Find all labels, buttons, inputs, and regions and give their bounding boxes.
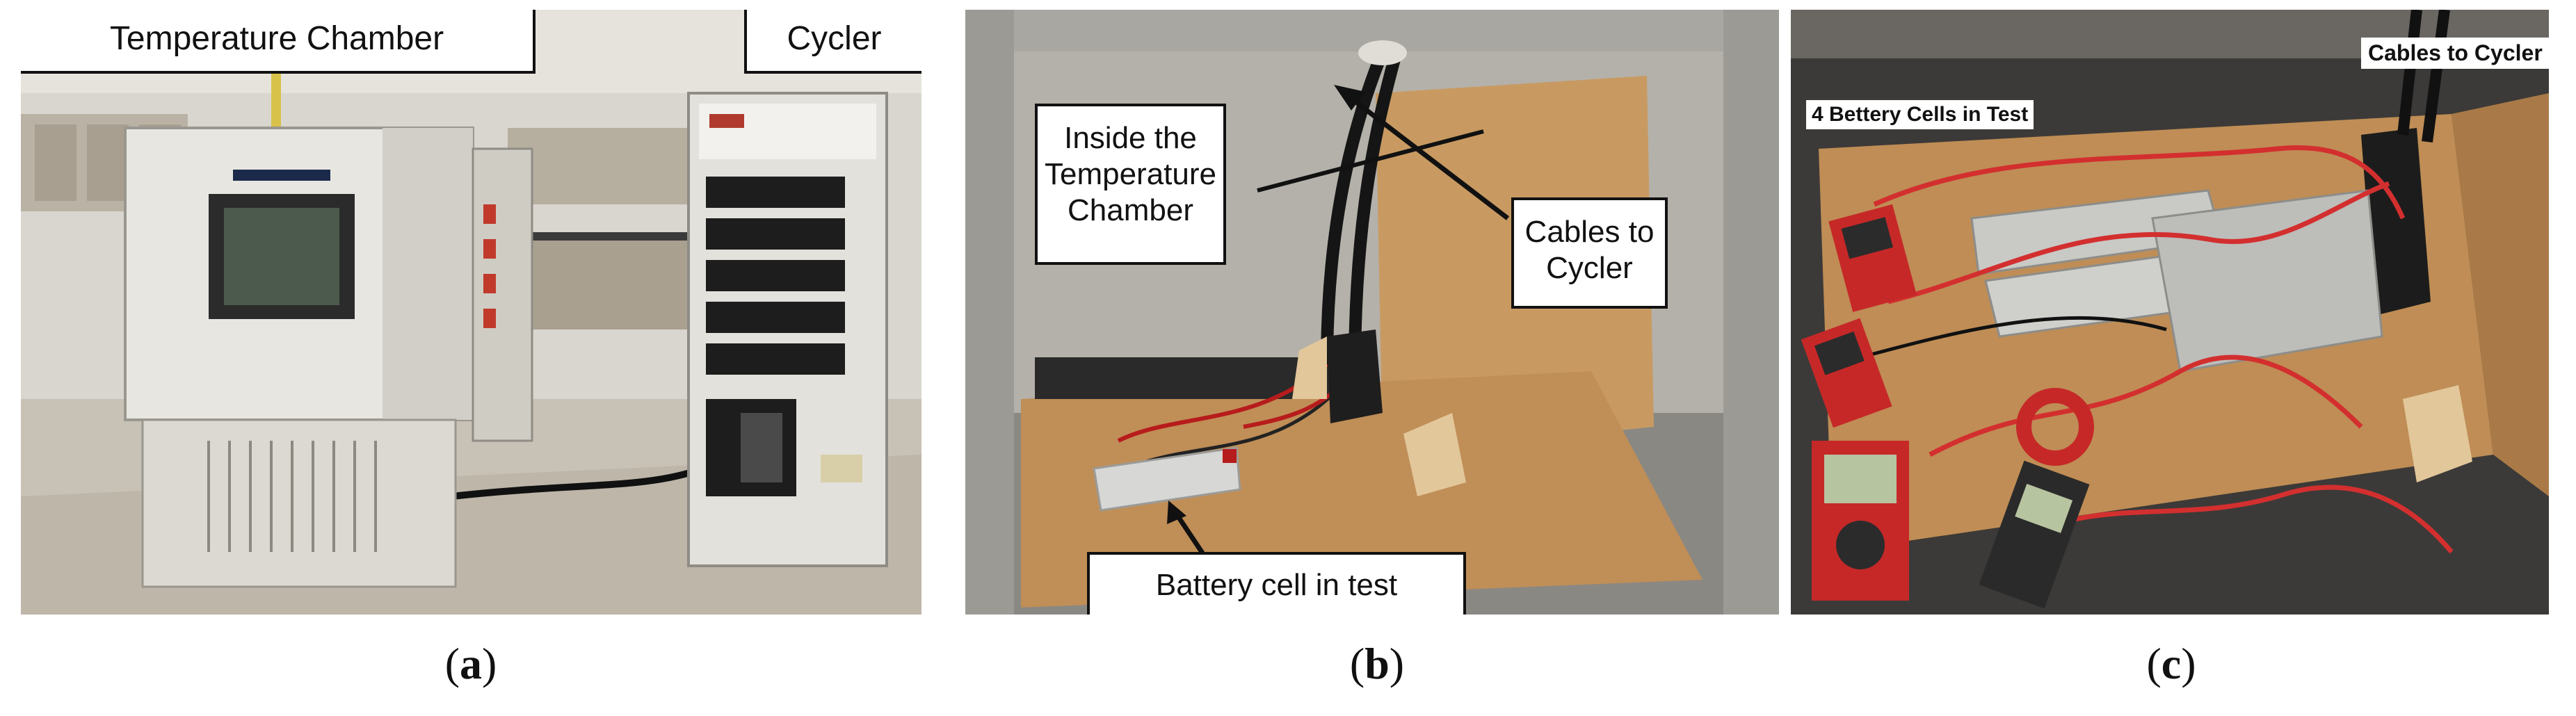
battery-cells-label: 4 Bettery Cells in Test — [1806, 100, 2034, 129]
photo-temperature-chamber-and-cycler: Temperature Chamber Cycler — [21, 10, 921, 615]
caption-b: (b) — [1349, 639, 1405, 688]
chamber-interior-illustration — [965, 10, 1779, 615]
caption-c: (c) — [2146, 639, 2196, 688]
cables-to-cycler-label-c: Cables to Cycler — [2361, 38, 2549, 69]
cables-to-cycler-label-b: Cables to Cycler — [1511, 197, 1668, 309]
cycler-label: Cycler — [744, 10, 921, 74]
caption-a: (a) — [444, 639, 497, 688]
battery-cell-label: Battery cell in test — [1087, 552, 1466, 615]
temperature-chamber-label: Temperature Chamber — [21, 10, 536, 74]
photo-battery-cells-in-test: 4 Bettery Cells in Test Cables to Cycler — [1791, 10, 2549, 615]
lab-scene-illustration — [21, 10, 921, 615]
photo-inside-temperature-chamber: Inside the Temperature Chamber Cables to… — [965, 10, 1779, 615]
inside-chamber-label: Inside the Temperature Chamber — [1035, 104, 1226, 265]
